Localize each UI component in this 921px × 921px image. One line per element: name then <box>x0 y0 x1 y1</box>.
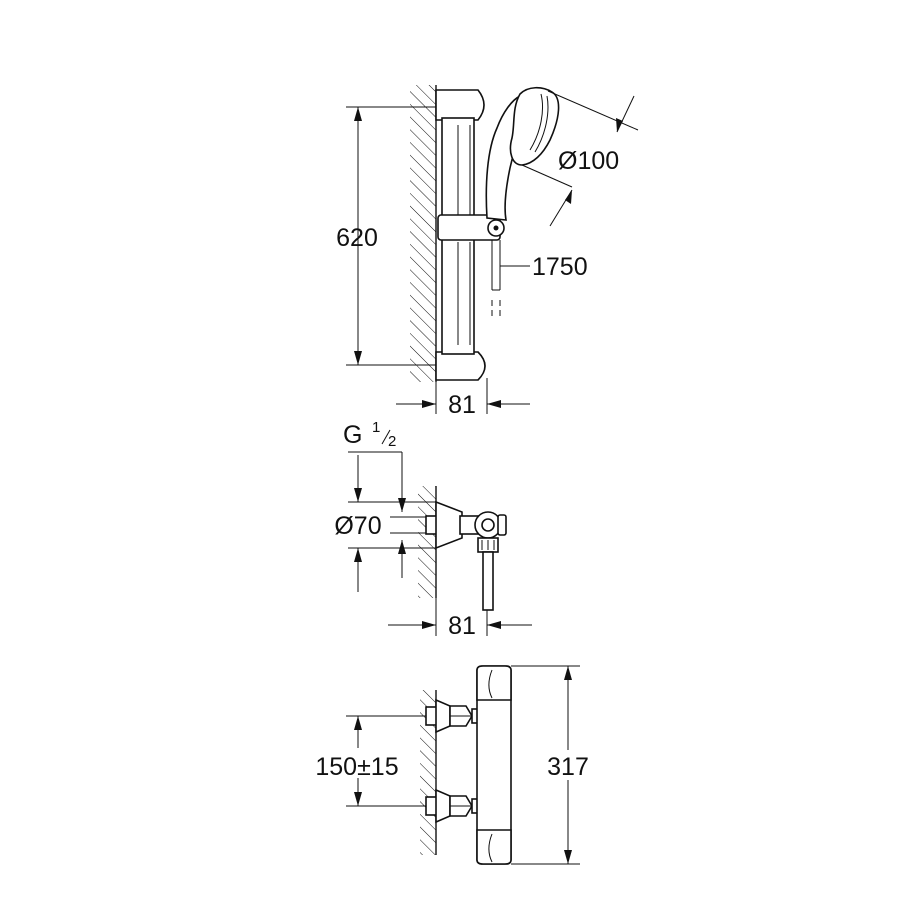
upper-inlet-rosette <box>435 698 451 734</box>
outlet-hose <box>482 551 494 611</box>
wall-hatch-middle <box>418 486 436 598</box>
inlet-spacing-label: 150±15 <box>315 753 398 781</box>
wall-outlet-view: G 1 2 Ø70 81 <box>334 419 532 640</box>
lower-inlet-rosette <box>435 788 451 824</box>
thread-label-main: G <box>343 421 362 449</box>
rail-bottom-bracket <box>435 351 486 381</box>
hand-shower-head <box>509 86 560 166</box>
handshower-diameter-label: Ø100 <box>558 147 619 175</box>
outlet-rosette <box>435 500 463 550</box>
rail-top-bracket <box>435 89 485 121</box>
wall-hatch <box>410 85 436 382</box>
thermostat-view: 150±15 317 <box>300 665 598 865</box>
rosette-diameter-label: Ø70 <box>334 512 381 540</box>
thermostat-top-handle <box>476 665 512 701</box>
top-projection-label: 81 <box>448 391 476 419</box>
middle-projection-label: 81 <box>448 612 476 640</box>
thermostat-bottom-handle <box>476 829 512 865</box>
bar-length-label: 620 <box>336 224 378 252</box>
thread-label-num: 1 <box>372 419 380 436</box>
body-length-label: 317 <box>547 753 589 781</box>
rail-set-view: 620 Ø100 1750 81 <box>336 85 639 419</box>
hose-length-label: 1750 <box>532 253 588 281</box>
thread-label-den: 2 <box>388 433 396 450</box>
